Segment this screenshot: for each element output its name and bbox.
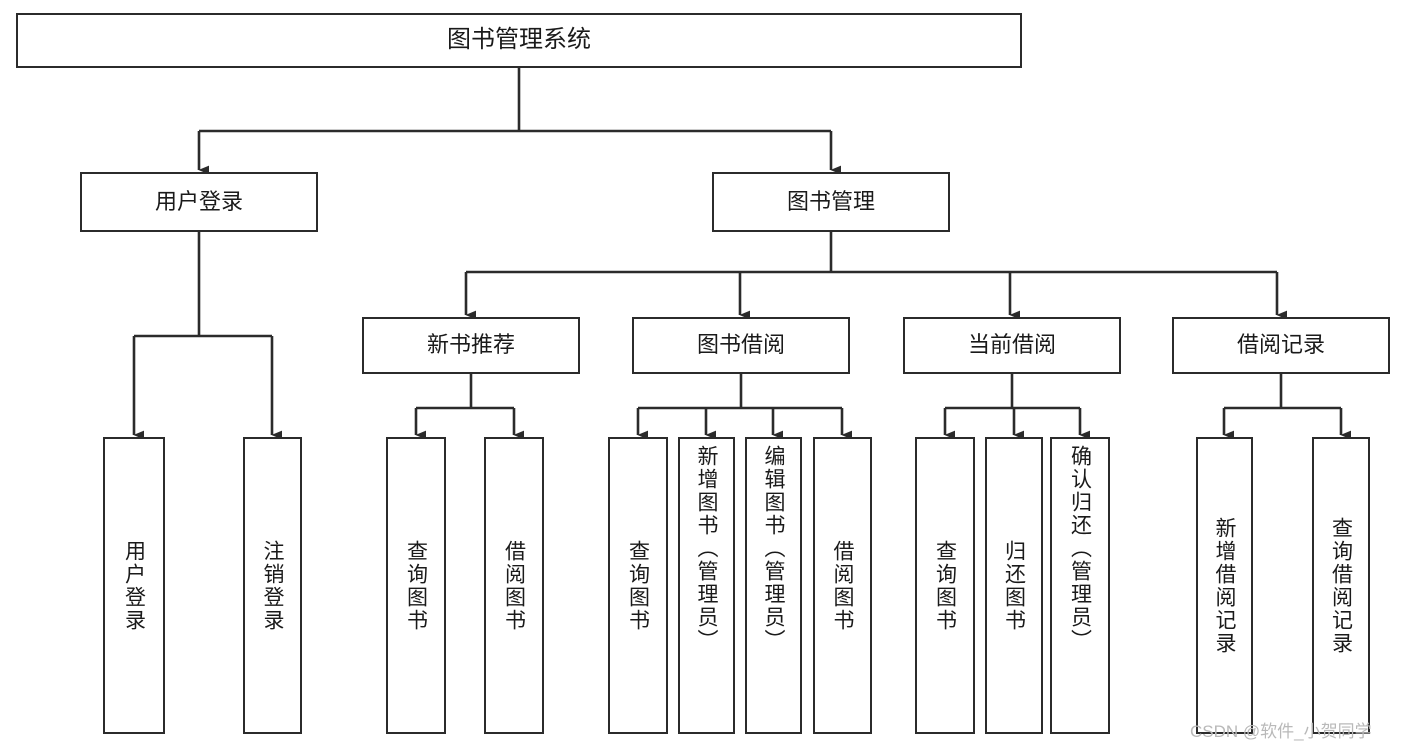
node-leaf-query-book[interactable]: 查询图书 bbox=[608, 437, 668, 734]
node-label: 查询图书 bbox=[626, 539, 650, 632]
node-label: 查询图书 bbox=[933, 539, 957, 632]
node-label: 归还图书 bbox=[1002, 539, 1026, 632]
node-label: 注销登录 bbox=[261, 539, 284, 632]
node-label: 图书管理系统 bbox=[447, 26, 591, 54]
node-leaf-borrow-book[interactable]: 借阅图书 bbox=[813, 437, 872, 734]
node-label: 用户登录 bbox=[122, 539, 146, 632]
node-label: 确认归还（管理员） bbox=[1068, 445, 1092, 652]
node-leaf-confirm-return-admin[interactable]: 确认归还（管理员） bbox=[1050, 437, 1110, 734]
node-current-borrow[interactable]: 当前借阅 bbox=[903, 317, 1121, 374]
node-label: 新增图书（管理员） bbox=[695, 445, 718, 652]
node-label: 当前借阅 bbox=[967, 332, 1056, 358]
node-leaf-user-login[interactable]: 用户登录 bbox=[103, 437, 165, 734]
node-label: 借阅图书 bbox=[502, 539, 526, 632]
node-label: 借阅记录 bbox=[1236, 332, 1325, 358]
node-label: 图书管理 bbox=[786, 188, 875, 214]
node-root-book-management-system[interactable]: 图书管理系统 bbox=[16, 13, 1022, 68]
node-leaf-query-book-recommend[interactable]: 查询图书 bbox=[386, 437, 446, 734]
node-label: 编辑图书（管理员） bbox=[762, 445, 785, 652]
node-leaf-return-book[interactable]: 归还图书 bbox=[985, 437, 1043, 734]
node-leaf-borrow-book-recommend[interactable]: 借阅图书 bbox=[484, 437, 544, 734]
node-borrow-record[interactable]: 借阅记录 bbox=[1172, 317, 1390, 374]
node-new-book-recommend[interactable]: 新书推荐 bbox=[362, 317, 580, 374]
node-leaf-query-book-current[interactable]: 查询图书 bbox=[915, 437, 975, 734]
node-label: 查询借阅记录 bbox=[1329, 516, 1353, 655]
node-leaf-edit-book-admin[interactable]: 编辑图书（管理员） bbox=[745, 437, 802, 734]
node-label: 用户登录 bbox=[154, 188, 243, 214]
node-user-login[interactable]: 用户登录 bbox=[80, 172, 318, 232]
node-label: 查询图书 bbox=[404, 539, 428, 632]
node-leaf-add-borrow-record[interactable]: 新增借阅记录 bbox=[1196, 437, 1253, 734]
node-book-management[interactable]: 图书管理 bbox=[712, 172, 950, 232]
node-book-borrow[interactable]: 图书借阅 bbox=[632, 317, 850, 374]
node-label: 图书借阅 bbox=[696, 332, 785, 358]
node-label: 新书推荐 bbox=[426, 332, 515, 358]
node-label: 新增借阅记录 bbox=[1213, 516, 1236, 655]
node-label: 借阅图书 bbox=[831, 539, 854, 632]
node-leaf-query-borrow-record[interactable]: 查询借阅记录 bbox=[1312, 437, 1370, 734]
node-leaf-logout-login[interactable]: 注销登录 bbox=[243, 437, 302, 734]
node-leaf-add-book-admin[interactable]: 新增图书（管理员） bbox=[678, 437, 735, 734]
